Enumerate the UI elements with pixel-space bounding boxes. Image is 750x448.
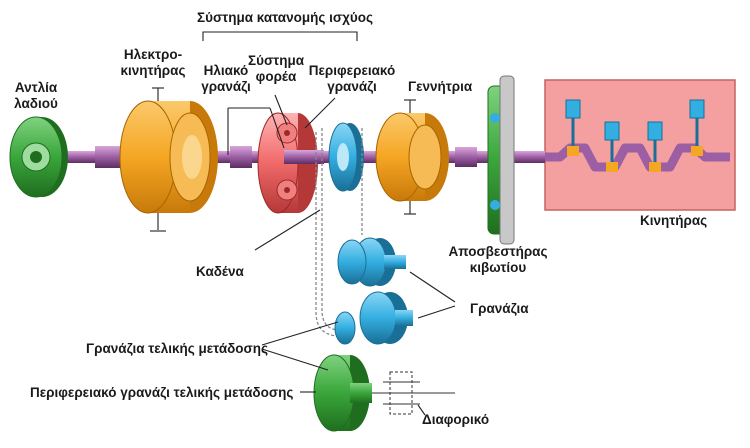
label-differential: Διαφορικό bbox=[422, 412, 490, 427]
generator bbox=[375, 112, 449, 202]
shaft-collar-left bbox=[95, 146, 125, 168]
shaft-collar-mid bbox=[230, 146, 252, 168]
chain-sprocket bbox=[328, 122, 364, 192]
final-drive-pinion bbox=[334, 311, 356, 345]
final-drive-ring-gear bbox=[313, 354, 372, 432]
transaxle-damper bbox=[487, 75, 515, 245]
label-engine: Κινητήρας bbox=[640, 213, 708, 228]
counter-gear-upper bbox=[337, 237, 406, 287]
label-power-split-device: Σύστημα κατανομής ισχύος bbox=[196, 10, 373, 25]
planetary-gear-set bbox=[257, 112, 324, 214]
label-generator: Γεννήτρια bbox=[408, 79, 473, 94]
counter-gear-lower bbox=[359, 291, 413, 345]
shaft-collar-right bbox=[455, 147, 477, 167]
oil-pump bbox=[9, 116, 68, 198]
differential bbox=[372, 371, 455, 415]
label-final-drive-ring-gear: Περιφερειακό γρανάζι τελικής μετάδοσης bbox=[30, 385, 294, 400]
leader-lines bbox=[202, 31, 456, 416]
label-electric-motor: Ηλεκτρο-κινητήρας bbox=[120, 47, 186, 78]
label-final-drive-gears: Γρανάζια τελικής μετάδοσης bbox=[86, 341, 269, 356]
electric-motor bbox=[119, 100, 218, 214]
engine-pistons bbox=[565, 99, 705, 172]
label-gears: Γρανάζια bbox=[470, 301, 529, 316]
ground-symbols bbox=[150, 87, 416, 232]
label-chain: Καδένα bbox=[196, 264, 244, 279]
